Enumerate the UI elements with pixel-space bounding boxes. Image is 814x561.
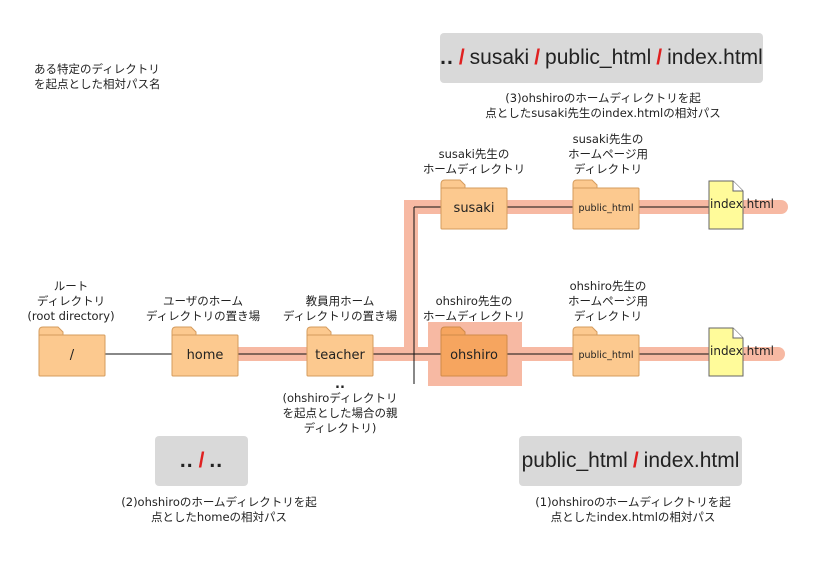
folder-icon bbox=[440, 179, 508, 230]
label-line: ホームディレクトリ bbox=[422, 162, 526, 176]
path-dots: .. bbox=[440, 46, 454, 69]
label-line: ホームディレクトリ bbox=[422, 309, 526, 323]
label-line: ホームページ用 bbox=[568, 147, 648, 161]
caption-line: 点としたhomeの相対パス bbox=[150, 510, 288, 524]
label-line: susaki先生の bbox=[438, 147, 510, 161]
path-segment: index.html bbox=[667, 46, 763, 69]
path-box-susaki: .. / susaki / public_html / index.html bbox=[440, 33, 763, 83]
label-line: ルート bbox=[53, 279, 89, 293]
label-line: ディレクトリ bbox=[573, 162, 643, 176]
ohshiro-index-file[interactable]: index.html bbox=[708, 327, 774, 377]
teacher-folder-label: 教員用ホーム ディレクトリの置き場 bbox=[276, 294, 404, 324]
ohshiro-folder-icon[interactable]: ohshiro bbox=[440, 325, 508, 377]
folder-icon bbox=[440, 326, 508, 377]
susaki-folder-label: susaki先生の ホームディレクトリ bbox=[418, 147, 530, 177]
note-line: を起点とした場合の親 bbox=[282, 406, 398, 420]
path-separator: / bbox=[656, 46, 663, 69]
ohshiro-public-folder-icon[interactable]: public_html bbox=[572, 325, 640, 377]
path-segment: public_html bbox=[545, 46, 652, 69]
folder-name: teacher bbox=[315, 348, 365, 363]
label-line: ohshiro先生の bbox=[569, 279, 647, 293]
label-line: ディレクトリの置き場 bbox=[145, 309, 261, 323]
file-icon bbox=[708, 327, 744, 377]
folder-name: public_html bbox=[578, 203, 634, 214]
caption-line: (3)ohshiroのホームディレクトリを起 bbox=[505, 91, 701, 105]
note-line: ディレクトリ) bbox=[303, 421, 377, 435]
parent-note: .. (ohshiroディレクトリ を起点とした場合の親 ディレクトリ) bbox=[270, 378, 410, 436]
folder-name: susaki bbox=[453, 201, 495, 216]
home-folder-label: ユーザのホーム ディレクトリの置き場 bbox=[140, 294, 266, 324]
parent-dots: .. bbox=[335, 377, 345, 392]
file-name: index.html bbox=[710, 344, 774, 358]
vertical-route-highlight bbox=[404, 200, 418, 360]
teacher-folder-icon[interactable]: teacher bbox=[306, 325, 374, 377]
ohshiro-folder-label: ohshiro先生の ホームディレクトリ bbox=[418, 294, 530, 324]
intro-line-1: ある特定のディレクトリ bbox=[34, 62, 160, 76]
caption-line: 点としたindex.htmlの相対パス bbox=[550, 510, 716, 524]
caption-line: (2)ohshiroのホームディレクトリを起 bbox=[121, 495, 317, 509]
path-segment: index.html bbox=[643, 449, 740, 472]
susaki-public-folder-icon[interactable]: public_html bbox=[572, 178, 640, 230]
path-top-caption: (3)ohshiroのホームディレクトリを起 点としたsusaki先生のinde… bbox=[485, 91, 721, 121]
caption-line: (1)ohshiroのホームディレクトリを起 bbox=[535, 495, 731, 509]
folder-icon bbox=[171, 326, 239, 377]
folder-name: / bbox=[69, 348, 75, 363]
susaki-folder-icon[interactable]: susaki bbox=[440, 178, 508, 230]
folder-name: public_html bbox=[578, 350, 634, 361]
label-line: susaki先生の bbox=[572, 132, 644, 146]
susaki-index-file[interactable]: index.html bbox=[708, 180, 774, 230]
root-folder-icon[interactable]: / bbox=[38, 325, 106, 377]
folder-icon bbox=[572, 326, 640, 377]
path-left-caption: (2)ohshiroのホームディレクトリを起 点としたhomeの相対パス bbox=[100, 495, 338, 525]
folder-name: home bbox=[186, 348, 224, 363]
file-name: index.html bbox=[710, 197, 774, 211]
label-line: (root directory) bbox=[27, 309, 115, 323]
label-line: ユーザのホーム bbox=[163, 294, 243, 308]
path-separator: / bbox=[458, 46, 465, 69]
label-line: ホームページ用 bbox=[568, 294, 648, 308]
folder-icon bbox=[38, 326, 106, 377]
intro-text: ある特定のディレクトリ を起点とした相対パス名 bbox=[34, 62, 161, 92]
folder-name: ohshiro bbox=[450, 348, 498, 363]
note-line: (ohshiroディレクトリ bbox=[282, 391, 398, 405]
path-segment: public_html bbox=[521, 449, 628, 472]
ohshiro-public-folder-label: ohshiro先生の ホームページ用 ディレクトリ bbox=[552, 279, 664, 324]
root-folder-label: ルート ディレクトリ (root directory) bbox=[18, 279, 124, 324]
path-separator: / bbox=[632, 449, 639, 472]
folder-icon bbox=[572, 179, 640, 230]
intro-line-2: を起点とした相対パス名 bbox=[34, 77, 161, 91]
path-segment: susaki bbox=[469, 46, 530, 69]
path-dots: .. bbox=[179, 449, 194, 472]
caption-line: 点としたsusaki先生のindex.htmlの相対パス bbox=[485, 106, 721, 120]
label-line: ディレクトリ bbox=[573, 309, 643, 323]
path-separator: / bbox=[198, 449, 205, 472]
label-line: ディレクトリの置き場 bbox=[282, 309, 398, 323]
file-icon bbox=[708, 180, 744, 230]
home-folder-icon[interactable]: home bbox=[171, 325, 239, 377]
path-box-index: public_html / index.html bbox=[519, 436, 742, 486]
path-right-caption: (1)ohshiroのホームディレクトリを起 点としたindex.htmlの相対… bbox=[515, 495, 751, 525]
path-dots: .. bbox=[209, 449, 224, 472]
label-line: 教員用ホーム bbox=[305, 294, 375, 308]
path-box-home: .. / .. bbox=[155, 436, 248, 486]
susaki-public-folder-label: susaki先生の ホームページ用 ディレクトリ bbox=[552, 132, 664, 177]
label-line: ディレクトリ bbox=[36, 294, 106, 308]
folder-icon bbox=[306, 326, 374, 377]
path-separator: / bbox=[534, 46, 541, 69]
label-line: ohshiro先生の bbox=[435, 294, 513, 308]
